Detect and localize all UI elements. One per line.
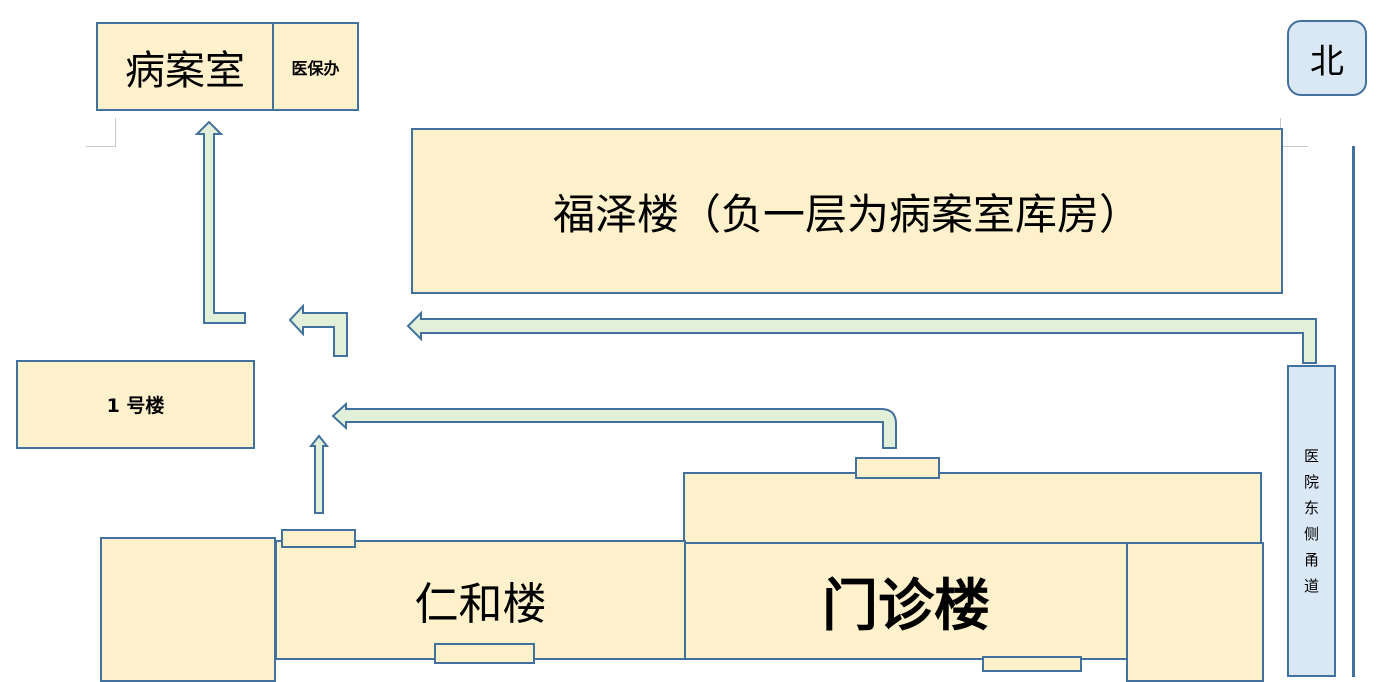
arrow-from-outpatient xyxy=(331,401,897,449)
insurance-office-room: 医保办 xyxy=(272,22,359,111)
outpatient-building-label: 门诊楼 xyxy=(822,573,990,639)
renhe-south-entrance xyxy=(434,643,535,664)
arrow-from-east-passage xyxy=(406,310,1317,364)
north-compass: 北 xyxy=(1287,20,1367,96)
outpatient-north-entrance xyxy=(855,457,940,479)
renhe-building-label: 仁和楼 xyxy=(414,579,547,630)
fuze-building-label: 福泽楼（负一层为病案室库房） xyxy=(552,189,1141,239)
crop-mark xyxy=(1280,146,1308,147)
passage-char: 医 xyxy=(1303,447,1319,465)
medical-records-room: 病案室 xyxy=(96,22,274,111)
medical-records-label: 病案室 xyxy=(125,47,245,94)
east-passage: 医 院 东 侧 甬 道 xyxy=(1287,365,1336,677)
north-label: 北 xyxy=(1310,41,1344,82)
outpatient-south-entrance xyxy=(982,656,1082,672)
east-wall-line xyxy=(1352,146,1355,677)
renhe-building: 仁和楼 xyxy=(275,540,686,660)
arrow-to-medical-records xyxy=(194,120,246,324)
passage-char: 侧 xyxy=(1303,525,1319,543)
outpatient-east-block xyxy=(1126,542,1264,682)
passage-char: 院 xyxy=(1303,473,1319,491)
passage-char: 甬 xyxy=(1303,551,1319,569)
crop-mark xyxy=(115,118,116,147)
fuze-building: 福泽楼（负一层为病案室库房） xyxy=(411,128,1283,294)
arrow-from-renhe xyxy=(308,434,330,514)
building-1: 1 号楼 xyxy=(16,360,255,449)
outpatient-building: 门诊楼 xyxy=(684,542,1128,660)
insurance-office-label: 医保办 xyxy=(291,58,340,78)
crop-mark xyxy=(86,146,116,147)
passage-char: 东 xyxy=(1303,499,1319,517)
building-1-label: 1 号楼 xyxy=(106,395,165,417)
renhe-north-entrance xyxy=(281,529,356,548)
arrow-turn-left xyxy=(288,303,348,357)
passage-char: 道 xyxy=(1303,577,1319,595)
